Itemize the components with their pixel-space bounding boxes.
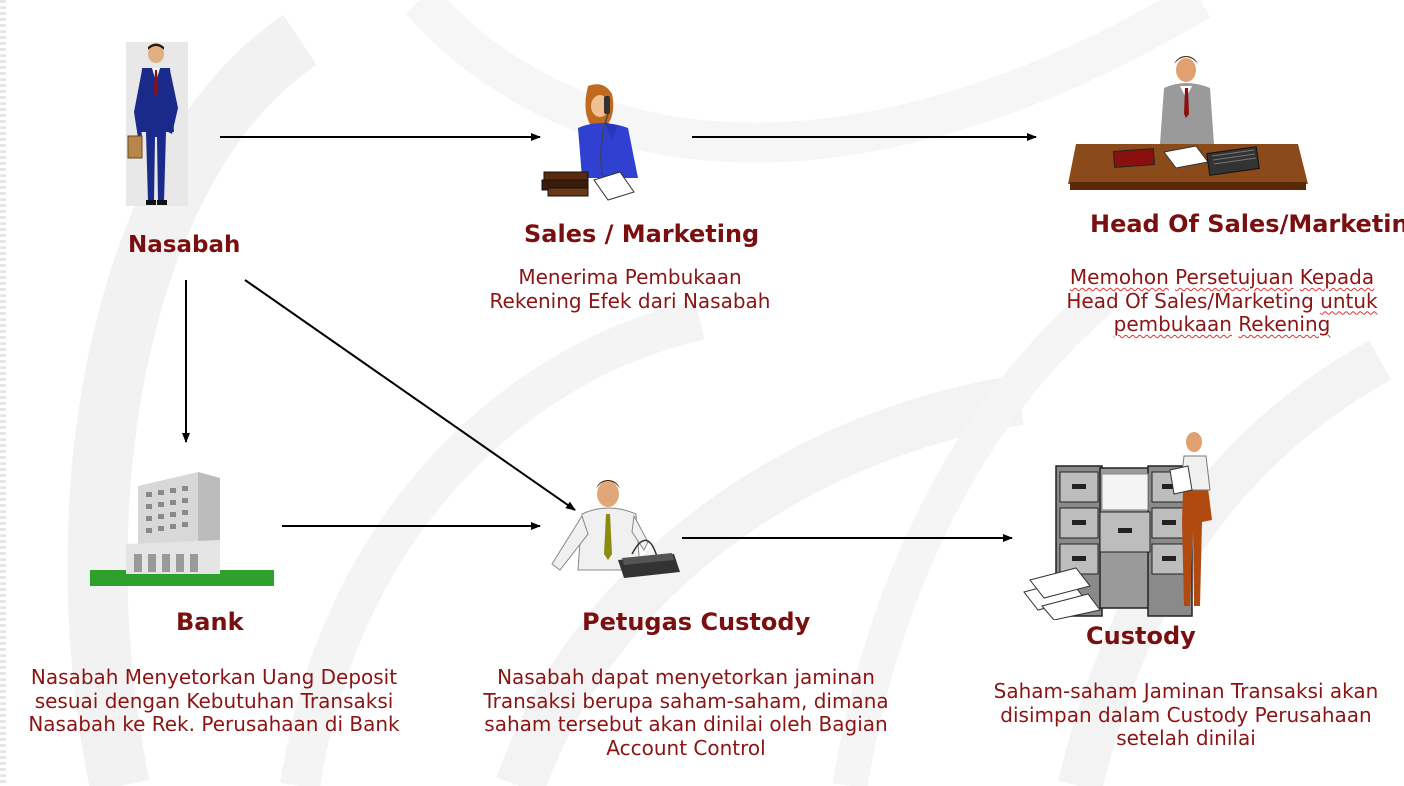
businessman-icon: [126, 42, 188, 206]
desc-word: Memohon: [1069, 265, 1169, 289]
desc-line: Nasabah Menyetorkan Uang Deposit: [30, 665, 398, 689]
node-title-head: Head Of Sales/Marketing: [1090, 210, 1404, 238]
custody-officer-icon: [551, 480, 680, 578]
bank-building-icon: [90, 472, 274, 586]
desc-line: setelah dinilai: [1116, 726, 1256, 750]
desc-line: disimpan dalam Custody Perusahaan: [1000, 702, 1372, 727]
desc-word: Head Of Sales/Marketing: [1066, 288, 1314, 313]
desc-line: Account Control: [606, 735, 766, 760]
slide-edge-pattern: [0, 0, 6, 786]
desc-line: Memohon Persetujuan Kepada: [1052, 265, 1392, 290]
desc-line: saham tersebut akan dinilai oleh Bagian: [484, 712, 888, 736]
node-title-petugas: Petugas Custody: [582, 608, 811, 636]
node-title-sales: Sales / Marketing: [524, 220, 760, 248]
node-title-bank: Bank: [176, 608, 244, 636]
desc-word: Kepada: [1299, 265, 1375, 289]
node-desc-bank: Nasabah Menyetorkan Uang Deposit sesuai …: [14, 665, 414, 737]
desc-line: Rekening Efek dari Nasabah: [489, 288, 771, 313]
sales-person-phone-icon: [541, 84, 638, 201]
desc-line: Nasabah ke Rek. Perusahaan di Bank: [28, 712, 400, 736]
desc-line: Menerima Pembukaan: [518, 265, 742, 289]
desc-line: pembukaan Rekening: [1052, 312, 1392, 337]
desc-line: Head Of Sales/Marketing untuk: [1052, 288, 1392, 314]
file-cabinet-custody-icon: [1023, 432, 1212, 620]
desc-word: pembukaan: [1113, 312, 1232, 336]
manager-desk-icon: [1068, 56, 1308, 190]
node-desc-head: Memohon Persetujuan Kepada Head Of Sales…: [1052, 265, 1392, 337]
desc-line: sesuai dengan Kebutuhan Transaksi: [34, 688, 394, 713]
node-desc-sales: Menerima Pembukaan Rekening Efek dari Na…: [470, 265, 790, 313]
arrow-nasabah-petugas: [244, 279, 576, 511]
node-desc-petugas: Nasabah dapat menyetorkan jaminan Transa…: [466, 665, 906, 760]
desc-line: Saham-saham Jaminan Transaksi akan: [993, 679, 1379, 703]
node-title-nasabah: Nasabah: [128, 232, 241, 258]
node-title-custody: Custody: [1086, 622, 1196, 650]
desc-line: Transaksi berupa saham-saham, dimana: [483, 688, 889, 713]
desc-word: Persetujuan: [1175, 265, 1294, 289]
node-desc-custody: Saham-saham Jaminan Transaksi akan disim…: [976, 679, 1396, 751]
desc-word: untuk: [1320, 288, 1378, 313]
desc-word: Rekening: [1238, 312, 1331, 336]
desc-line: Nasabah dapat menyetorkan jaminan: [497, 665, 875, 689]
